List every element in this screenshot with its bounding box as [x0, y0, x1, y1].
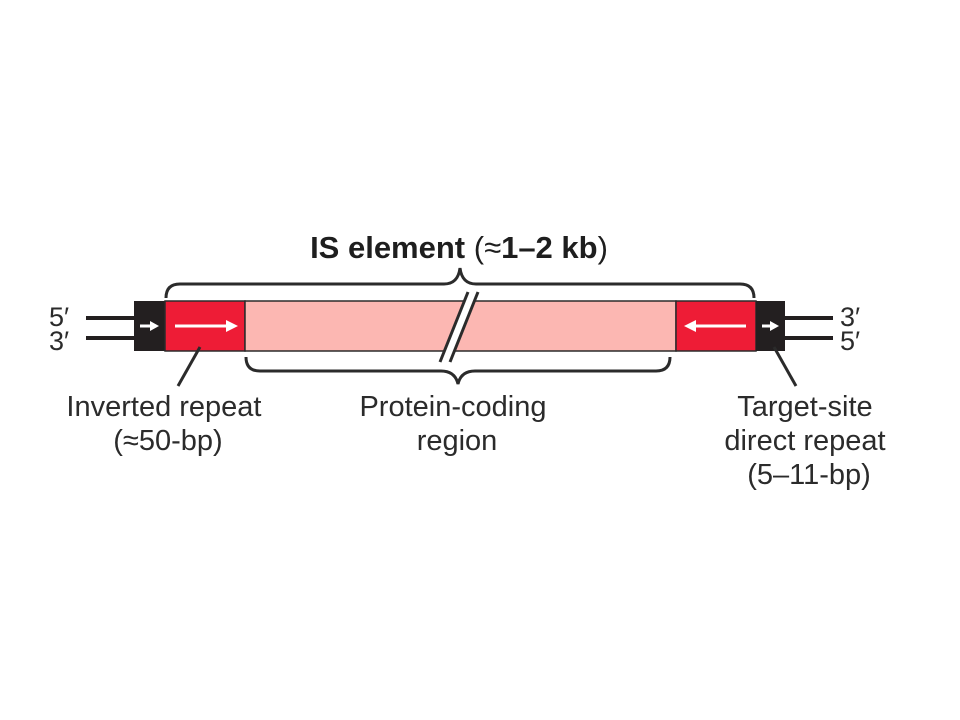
break-mark-left	[438, 291, 470, 363]
right-top-end-label: 3′	[840, 302, 860, 332]
inverted-repeat-label: Inverted repeat (≈50-bp)	[66, 391, 269, 457]
protein-coding-label: Protein-coding region	[359, 391, 554, 457]
is-element-brace	[164, 267, 756, 299]
target-site-label-line2: direct repeat	[724, 425, 885, 457]
title-bold: IS element	[310, 230, 465, 265]
right-direct-repeat-arrow-icon	[770, 321, 779, 331]
target-site-label: Target-site direct repeat (5–11-bp)	[724, 391, 893, 491]
title-paren-close: )	[598, 230, 608, 265]
break-gap	[440, 292, 478, 362]
inverted-repeat-leader	[176, 346, 202, 387]
title-approx: ≈	[484, 230, 501, 265]
left-top-end-label: 5′	[49, 302, 69, 332]
break-mark-right	[448, 291, 480, 363]
right-inverted-repeat-arrow-icon	[684, 320, 696, 332]
target-site-label-line3: (5–11-bp)	[747, 459, 871, 491]
target-site-label-line1: Target-site	[737, 391, 872, 423]
diagram-title: IS element (≈1–2 kb)	[310, 230, 608, 265]
title-range: 1–2 kb	[501, 230, 598, 265]
left-inverted-repeat-arrow-icon	[226, 320, 238, 332]
left-direct-repeat-arrow-icon	[150, 321, 159, 331]
left-bottom-end-label: 3′	[49, 326, 69, 356]
coding-region-brace	[244, 356, 672, 385]
title-paren-open: (	[465, 230, 485, 265]
protein-coding-label-line2: region	[417, 425, 498, 457]
protein-coding-label-line1: Protein-coding	[359, 391, 546, 423]
right-bottom-end-label: 5′	[840, 326, 860, 356]
direct-repeat-leader	[772, 346, 798, 387]
inverted-repeat-label-line1: Inverted repeat	[66, 391, 261, 423]
inverted-repeat-label-line2: (≈50-bp)	[113, 425, 222, 457]
